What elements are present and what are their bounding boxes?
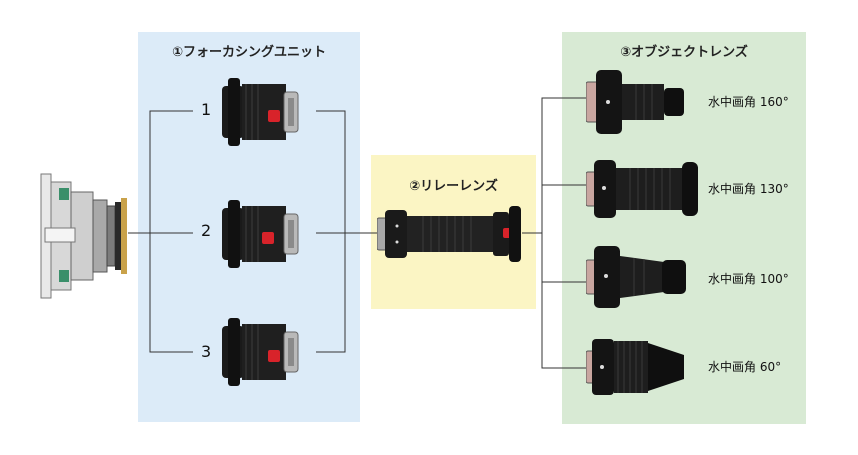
objective-lens-160-fov: 水中画角 160° bbox=[708, 95, 789, 109]
focusing-unit-title: ①フォーカシングユニット bbox=[171, 45, 326, 60]
relay-lens-icon bbox=[377, 206, 521, 262]
objective-lens-130-icon bbox=[586, 160, 698, 218]
focusing-unit-3-label: 3 bbox=[201, 342, 212, 361]
objective-lens-60-icon bbox=[586, 339, 684, 395]
objective-lens-130-fov: 水中画角 130° bbox=[708, 182, 789, 196]
focusing-unit-1-label: 1 bbox=[201, 100, 212, 119]
focusing-unit-2-label: 2 bbox=[201, 221, 212, 240]
focusing-unit-2-icon bbox=[222, 200, 299, 268]
objective-lens-60-fov: 水中画角 60° bbox=[708, 360, 782, 374]
objective-lens-100-fov: 水中画角 100° bbox=[708, 272, 789, 286]
objective-lens-title: ③オブジェクトレンズ bbox=[620, 45, 748, 60]
relay-lens-title: ②リレーレンズ bbox=[409, 179, 498, 194]
objective-lens-100-icon bbox=[586, 246, 686, 308]
focusing-unit-1-icon bbox=[222, 78, 299, 146]
objective-lens-160-icon bbox=[586, 70, 684, 134]
camera-housing-icon bbox=[40, 173, 127, 299]
focusing-unit-3-icon bbox=[222, 318, 299, 386]
